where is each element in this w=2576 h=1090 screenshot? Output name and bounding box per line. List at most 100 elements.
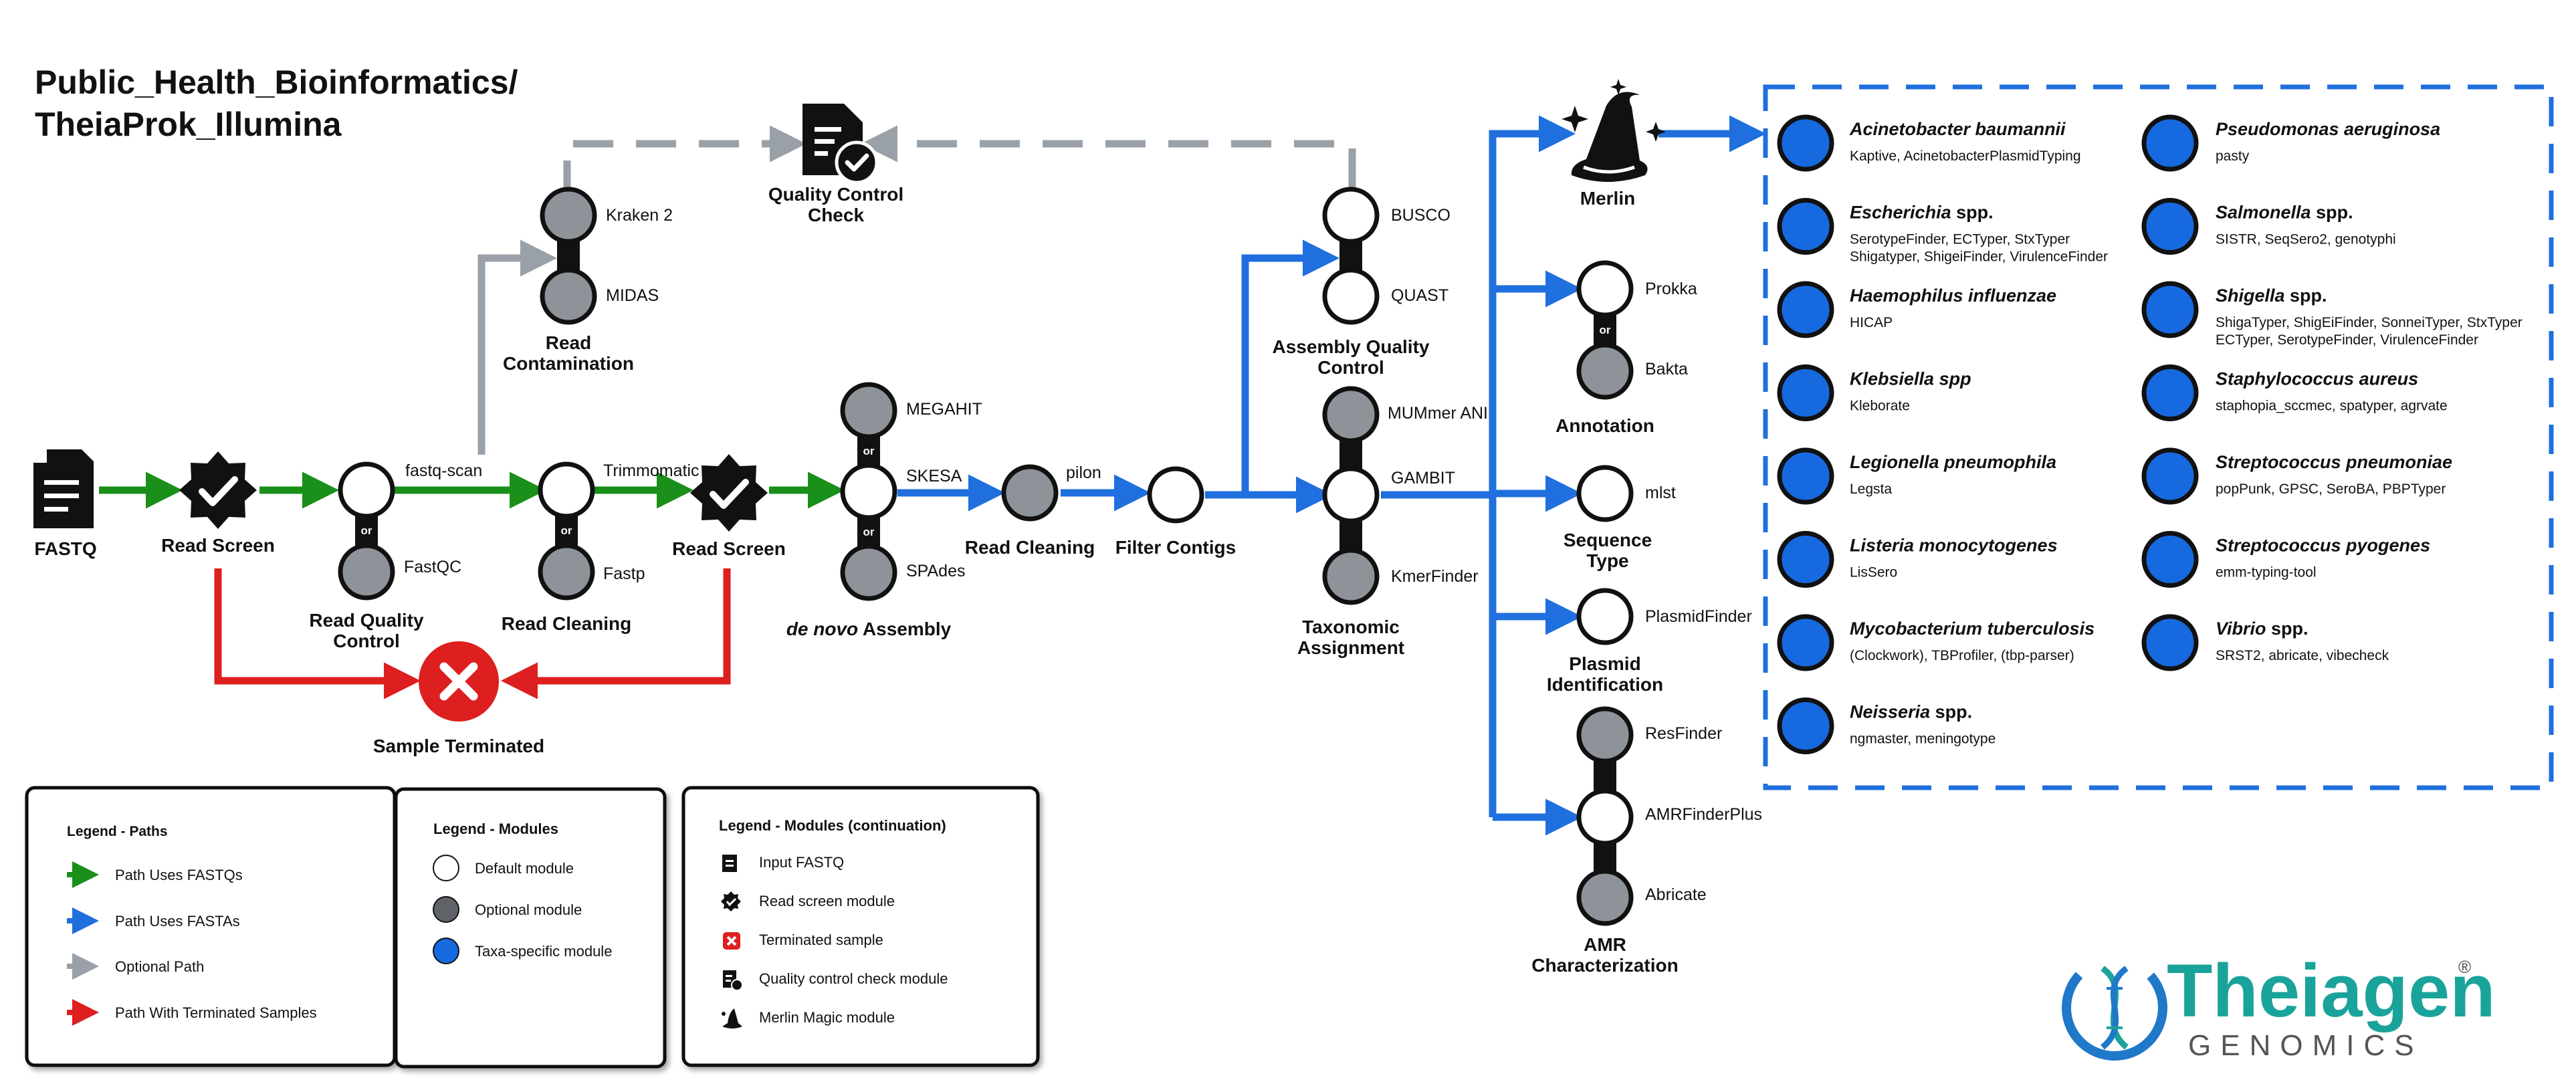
svg-text:Terminated sample: Terminated sample — [759, 932, 883, 948]
taxa-item: Mycobacterium tuberculosis(Clockwork), T… — [1777, 614, 2095, 671]
tool-labels: fastq-scan FastQC Trimmomatic Fastp Krak… — [404, 206, 1762, 904]
taxa-tools: SISTR, SeqSero2, genotyphi — [2216, 232, 2396, 247]
svg-text:or: or — [863, 445, 875, 457]
svg-text:Merlin Magic module: Merlin Magic module — [759, 1009, 895, 1026]
svg-text:MEGAHIT: MEGAHIT — [906, 400, 982, 419]
svg-text:QUAST: QUAST — [1391, 286, 1448, 305]
svg-text:®: ® — [2458, 957, 2471, 977]
prokka-node — [1576, 260, 1634, 318]
svg-text:Sequence: Sequence — [1564, 530, 1652, 550]
svg-text:Legend - Paths: Legend - Paths — [67, 824, 168, 839]
taxa-name: Streptococcus pneumoniae — [2216, 452, 2452, 472]
midas-node — [540, 267, 597, 325]
svg-text:Read: Read — [546, 332, 591, 353]
taxa-name: Haemophilus influenzae — [1850, 286, 2056, 306]
svg-text:Theiagen: Theiagen — [2167, 949, 2496, 1032]
svg-text:FASTQ: FASTQ — [34, 538, 96, 559]
qc-check-icon — [802, 104, 879, 185]
legend-modules-continuation: Legend - Modules (continuation) Input FA… — [681, 786, 1040, 1067]
taxa-tools: ShigaTyper, ShigEiFinder, SonneiTyper, S… — [2216, 315, 2523, 330]
taxa-name: Staphylococcus aureus — [2216, 369, 2418, 389]
svg-text:FastQC: FastQC — [404, 558, 461, 576]
svg-text:Taxa-specific module: Taxa-specific module — [475, 943, 612, 960]
pilon-node — [1001, 464, 1059, 522]
fastqc-node — [338, 543, 395, 601]
svg-text:Read Screen: Read Screen — [161, 535, 275, 556]
svg-text:Control: Control — [333, 631, 400, 651]
svg-text:Path Uses FASTAs: Path Uses FASTAs — [115, 913, 240, 930]
svg-text:KmerFinder: KmerFinder — [1391, 567, 1479, 586]
taxa-name: Vibrio spp. — [2216, 619, 2309, 639]
qc-check-mini-icon — [723, 970, 743, 991]
taxa-node — [2141, 614, 2199, 671]
taxa-tools: (Clockwork), TBProfiler, (tbp-parser) — [1850, 648, 2074, 663]
taxa-node — [2141, 198, 2199, 255]
svg-text:SKESA: SKESA — [906, 467, 962, 485]
taxa-tools: HICAP — [1850, 315, 1893, 330]
svg-text:Read Quality: Read Quality — [309, 610, 424, 631]
input-fastq-mini-icon — [722, 855, 737, 872]
megahit-node — [840, 382, 897, 439]
gambit-node — [1322, 466, 1380, 524]
svg-text:AMR: AMR — [1584, 934, 1626, 955]
taxa-node — [1777, 198, 1834, 255]
taxa-name: Listeria monocytogenes — [1850, 536, 2058, 556]
taxa-tools: LisSero — [1850, 565, 1897, 580]
terminated-paths — [214, 568, 731, 699]
svg-text:GENOMICS: GENOMICS — [2188, 1029, 2424, 1062]
nodes — [338, 187, 1634, 926]
svg-text:or: or — [561, 524, 572, 537]
svg-text:fastq-scan: fastq-scan — [405, 461, 482, 480]
svg-text:PlasmidFinder: PlasmidFinder — [1645, 607, 1752, 626]
svg-text:BUSCO: BUSCO — [1391, 206, 1451, 225]
svg-text:Path With Terminated Samples: Path With Terminated Samples — [115, 1004, 317, 1021]
de-novo-assembly-label: de novo Assembly — [786, 619, 952, 639]
taxa-name: Streptococcus pyogenes — [2216, 536, 2430, 556]
amrfinderplus-node — [1576, 788, 1634, 846]
svg-text:Quality Control: Quality Control — [768, 184, 903, 205]
svg-text:Kraken 2: Kraken 2 — [606, 206, 673, 225]
taxa-item: Staphylococcus aureus staphopia_sccmec, s… — [2141, 364, 2448, 421]
svg-text:Contamination: Contamination — [503, 353, 634, 374]
svg-text:Fastp: Fastp — [603, 564, 645, 583]
svg-text:Assignment: Assignment — [1297, 637, 1404, 658]
svg-text:or: or — [1600, 324, 1611, 336]
taxa-node — [1777, 614, 1834, 671]
dna-helix-icon — [2101, 966, 2129, 1050]
svg-text:Quality control check module: Quality control check module — [759, 970, 948, 987]
terminated-mini-icon — [723, 932, 740, 950]
svg-text:Sample Terminated: Sample Terminated — [373, 736, 544, 756]
svg-text:Read screen module: Read screen module — [759, 893, 895, 909]
taxa-tools: pasty — [2216, 148, 2250, 164]
mlst-node — [1576, 465, 1634, 522]
taxa-name: Legionella pneumophila — [1850, 452, 2056, 472]
svg-text:Trimmomatic: Trimmomatic — [603, 461, 700, 480]
svg-text:Assembly Quality: Assembly Quality — [1273, 336, 1430, 357]
taxa-tools: staphopia_sccmec, spatyper, agrvate — [2216, 399, 2448, 414]
svg-text:Input FASTQ: Input FASTQ — [759, 854, 844, 871]
svg-text:ResFinder: ResFinder — [1645, 724, 1722, 743]
taxa-name: Neisseria spp. — [1850, 702, 1972, 722]
filter-contigs-node — [1147, 466, 1204, 524]
taxa-node — [1777, 531, 1834, 588]
svg-text:Legend - Modules: Legend - Modules — [433, 821, 558, 837]
taxa-tools: emm-typing-tool — [2216, 565, 2317, 580]
quast-node — [1322, 267, 1380, 325]
svg-text:AMRFinderPlus: AMRFinderPlus — [1645, 805, 1762, 824]
svg-text:Optional Path: Optional Path — [115, 958, 204, 975]
theiagen-logo: Theiagen ® GENOMICS — [2062, 949, 2496, 1062]
svg-text:Legend - Modules (continuation: Legend - Modules (continuation) — [719, 817, 946, 834]
taxa-node — [2141, 447, 2199, 505]
taxa-node — [1777, 281, 1834, 338]
taxa-item: Vibrio spp.SRST2, abricate, vibecheck — [2141, 614, 2389, 671]
kmerfinder-node — [1322, 548, 1380, 605]
svg-text:SPAdes: SPAdes — [906, 562, 965, 580]
taxa-item: Streptococcus pyogenes emm-typing-tool — [2141, 531, 2430, 588]
taxa-node — [2141, 281, 2199, 338]
taxa-tools: Legsta — [1850, 481, 1892, 497]
